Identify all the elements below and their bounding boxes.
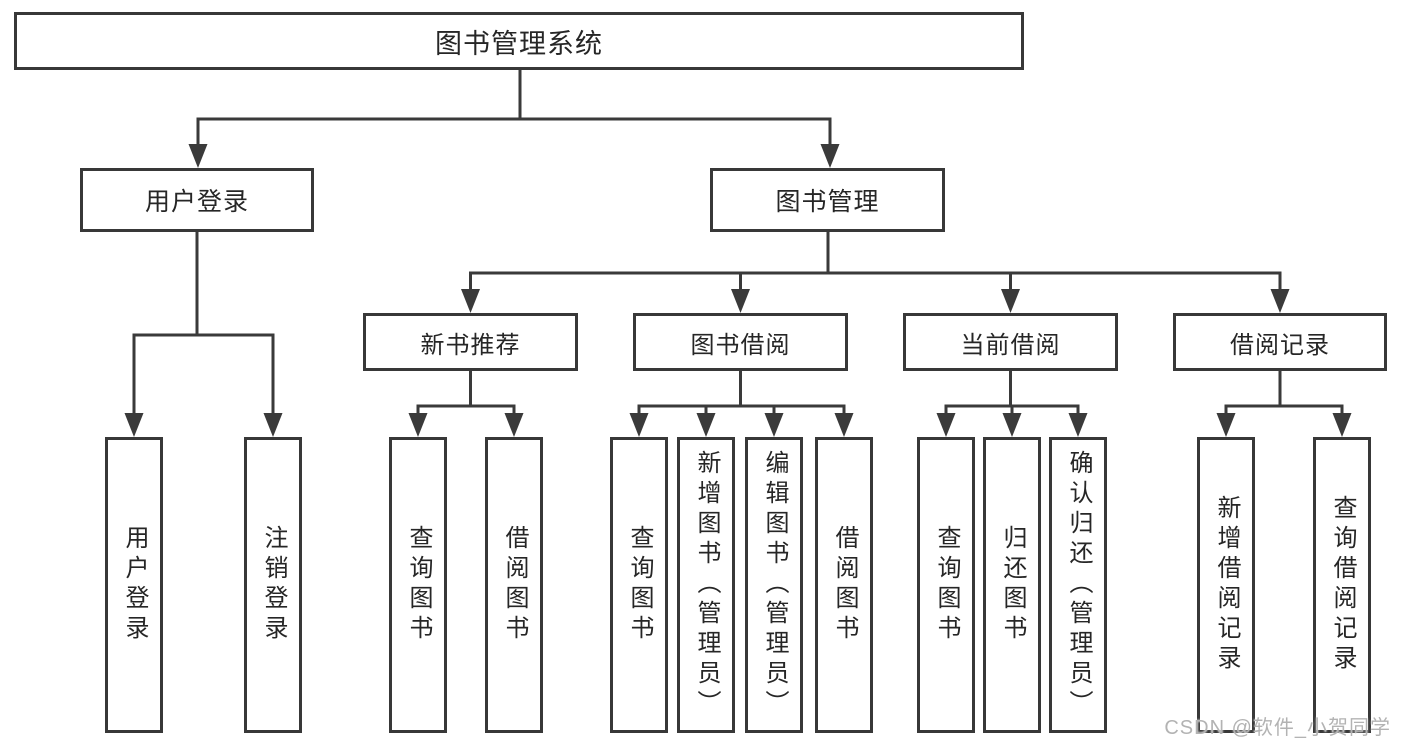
- node-label: 查询借阅记录: [1329, 495, 1356, 675]
- arrowhead-icon: [504, 413, 524, 437]
- node-book-management: 图书管理: [710, 168, 945, 232]
- arrowhead-icon: [936, 413, 956, 437]
- node-label: 查询图书: [933, 525, 960, 645]
- node-label: 确认归还（管理员）: [1065, 450, 1092, 720]
- connector-line: [469, 232, 1282, 291]
- arrowhead-icon: [1216, 413, 1236, 437]
- arrowhead-icon: [1270, 289, 1290, 313]
- arrowhead-icons: [124, 144, 1352, 437]
- arrowhead-icon: [696, 413, 716, 437]
- connector-line: [944, 371, 1080, 415]
- leaf-return-book: 归还图书: [983, 437, 1041, 733]
- node-library-management-system: 图书管理系统: [14, 12, 1024, 70]
- arrowhead-icon: [408, 413, 428, 437]
- node-label: 注销登录: [260, 525, 287, 645]
- leaf-borrow-book: 借阅图书: [815, 437, 873, 733]
- leaf-user-login: 用户登录: [105, 437, 163, 733]
- node-label: 新书推荐: [420, 331, 521, 359]
- arrowhead-icon: [1001, 289, 1020, 313]
- arrowhead-icon: [1002, 413, 1022, 437]
- arrowhead-icon: [731, 289, 750, 313]
- leaf-logout-login: 注销登录: [244, 437, 302, 733]
- node-user-login: 用户登录: [80, 168, 314, 232]
- leaf-query-borrow-record: 查询借阅记录: [1313, 437, 1371, 733]
- node-borrow-record: 借阅记录: [1173, 313, 1387, 371]
- arrowhead-icon: [188, 144, 208, 168]
- node-current-borrow: 当前借阅: [903, 313, 1118, 371]
- leaf-add-book-admin: 新增图书（管理员）: [677, 437, 735, 733]
- node-label: 借阅记录: [1230, 331, 1330, 359]
- connector-line: [1224, 371, 1344, 415]
- node-label: 新增借阅记录: [1213, 495, 1240, 675]
- node-new-book-recommend: 新书推荐: [363, 313, 578, 371]
- node-label: 用户登录: [144, 188, 249, 216]
- node-label: 新增图书（管理员）: [693, 450, 720, 720]
- leaf-borrow-book-recommend: 借阅图书: [485, 437, 543, 733]
- arrowhead-icon: [834, 413, 854, 437]
- arrowhead-icon: [820, 144, 840, 168]
- node-label: 图书管理系统: [435, 28, 603, 59]
- arrowhead-icon: [1068, 413, 1088, 437]
- arrowhead-icon: [124, 413, 144, 437]
- node-label: 归还图书: [999, 525, 1026, 645]
- arrowhead-icon: [263, 413, 283, 437]
- node-label: 借阅图书: [501, 525, 528, 645]
- node-label: 当前借阅: [960, 331, 1061, 359]
- node-label: 图书借阅: [690, 331, 791, 359]
- leaf-confirm-return-admin: 确认归还（管理员）: [1049, 437, 1107, 733]
- arrowhead-icon: [764, 413, 784, 437]
- leaf-query-book-borrow: 查询图书: [610, 437, 668, 733]
- arrowhead-icon: [1332, 413, 1352, 437]
- leaf-add-borrow-record: 新增借阅记录: [1197, 437, 1255, 733]
- node-label: 查询图书: [405, 525, 432, 645]
- leaf-query-book-current: 查询图书: [917, 437, 975, 733]
- connector-line: [416, 371, 516, 415]
- node-label: 查询图书: [626, 525, 653, 645]
- leaf-edit-book-admin: 编辑图书（管理员）: [745, 437, 803, 733]
- node-label: 借阅图书: [831, 525, 858, 645]
- node-book-borrow: 图书借阅: [633, 313, 848, 371]
- arrowhead-icon: [461, 289, 480, 313]
- connector-line: [637, 371, 846, 415]
- leaf-query-book-recommend: 查询图书: [389, 437, 447, 733]
- arrowhead-icon: [629, 413, 649, 437]
- connector-line: [196, 70, 832, 146]
- node-label: 图书管理: [775, 188, 880, 216]
- node-label: 编辑图书（管理员）: [761, 450, 788, 720]
- node-label: 用户登录: [121, 525, 148, 645]
- connector-line: [132, 232, 275, 415]
- csdn-watermark: CSDN @软件_小贺同学: [1164, 717, 1391, 739]
